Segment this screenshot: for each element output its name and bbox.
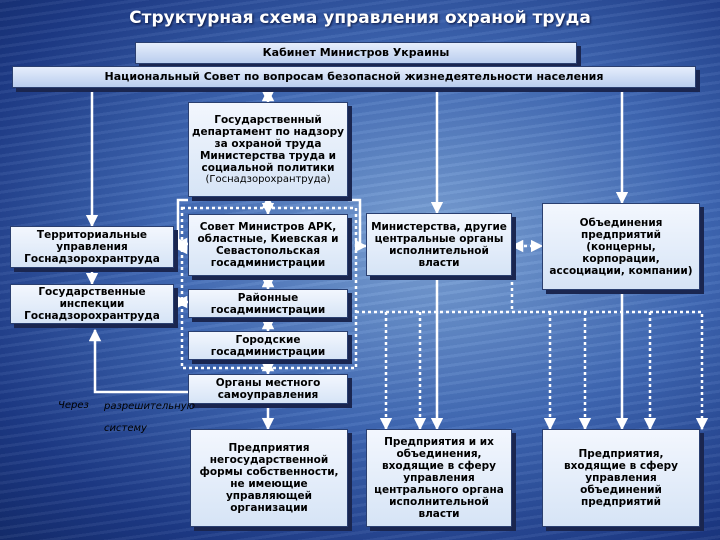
district-box: Районные госадминистрации <box>188 289 348 318</box>
page-title: Структурная схема управления охраной тру… <box>129 8 591 28</box>
dotted-district-right <box>356 310 709 431</box>
ent-assoc-box: Предприятия, входящие в сферу управления… <box>542 429 700 527</box>
local-box: Органы местного самоуправления <box>188 374 348 404</box>
department-box: Государственный департамент по надзору з… <box>188 102 348 197</box>
associations-box: Объединения предприятий (концерны, корпо… <box>542 203 700 290</box>
department-abbr: (Госнадзорохрантруда) <box>205 173 331 185</box>
dotted-frame-admin <box>180 206 358 370</box>
city-box: Городские госадминистрации <box>188 331 348 360</box>
link-permit-path <box>88 328 190 394</box>
territorial-box: Территориальные управления Госнадзорохра… <box>10 226 174 268</box>
cabinet-box: Кабинет Министров Украины <box>135 42 577 64</box>
label-system: систему <box>104 423 147 434</box>
department-name: Государственный департамент по надзору з… <box>192 113 344 174</box>
ent-nonstate-box: Предприятия негосударственной формы собс… <box>190 429 348 527</box>
councils-box: Совет Министров АРК, областные, Киевская… <box>188 214 348 276</box>
council-box: Национальный Совет по вопросам безопасно… <box>12 66 696 88</box>
inspections-box: Государственные инспекции Госнадзорохран… <box>10 284 174 324</box>
ministries-box: Министерства, другие центральные органы … <box>366 213 512 276</box>
label-permit: разрешительную <box>104 401 196 412</box>
ent-central-box: Предприятия и их объединения, входящие в… <box>366 429 512 527</box>
link-department-ministries <box>348 198 368 253</box>
label-through: Через <box>58 400 89 411</box>
